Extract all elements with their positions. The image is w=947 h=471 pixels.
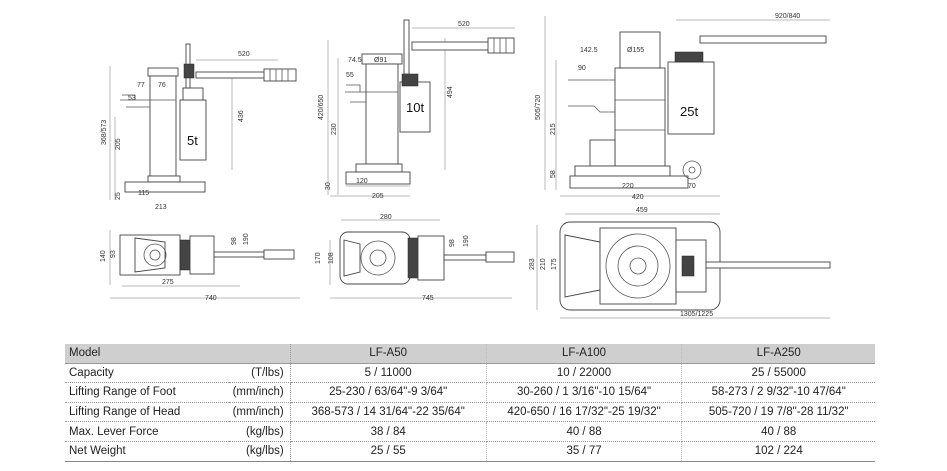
- table-row-lever-force: Max. Lever Force (kg/lbs) 38 / 84 40 / 8…: [65, 421, 875, 442]
- row-unit: (T/lbs): [228, 363, 291, 384]
- a250-dim-215: 215: [550, 123, 557, 135]
- cell-a250: 505-720 / 19 7/8"-28 11/32": [681, 402, 875, 423]
- a100-dim-745: 745: [422, 295, 434, 302]
- a250-dim-1305-1225: 1305/1225: [680, 311, 713, 318]
- a50-dim-53: 53: [128, 95, 136, 102]
- table-row-lifting-foot: Lifting Range of Foot (mm/inch) 25-230 /…: [65, 382, 875, 403]
- header-model-label: Model: [65, 344, 229, 364]
- row-label: Net Weight: [65, 441, 229, 462]
- header-model-a50: LF-A50: [290, 344, 487, 364]
- cell-a100: 35 / 77: [486, 441, 683, 462]
- table-row-capacity: Capacity (T/lbs) 5 / 11000 10 / 22000 25…: [65, 363, 875, 384]
- cell-a50: 25-230 / 63/64"-9 3/64": [290, 382, 487, 403]
- a100-dim-420-650: 420/650: [318, 95, 325, 120]
- a50-dim-368-573: 368/573: [101, 120, 108, 145]
- cell-a250: 40 / 88: [681, 421, 875, 442]
- header-model-a100: LF-A100: [486, 344, 683, 364]
- a250-dim-58: 58: [550, 170, 557, 178]
- cell-a50: 368-573 / 14 31/64"-22 35/64": [290, 402, 487, 423]
- table-row-net-weight: Net Weight (kg/lbs) 25 / 55 35 / 77 102 …: [65, 441, 875, 462]
- a250-dim-459: 459: [636, 207, 648, 214]
- row-unit: (mm/inch): [228, 382, 291, 403]
- cell-a100: 420-650 / 16 17/32"-25 19/32": [486, 402, 683, 423]
- header-model-a250: LF-A250: [681, 344, 875, 364]
- lf-a100-side-view: 520 74.5 Ø91 55 10t 494 420/650 230 30 1…: [318, 19, 515, 200]
- a50-dim-205: 205: [115, 138, 122, 150]
- a250-dim-70: 70: [688, 183, 696, 190]
- row-unit: (mm/inch): [228, 402, 291, 423]
- a100-dim-108: 108: [328, 252, 335, 264]
- lf-a250-side-view: 920/840 142.5 Ø155 90 25t 505/720 215 58…: [535, 13, 830, 201]
- a100-dim-520: 520: [458, 21, 470, 28]
- cell-a50: 25 / 55: [290, 441, 487, 462]
- lf-a250-top-view: 459 283 210 175 1305/1225: [529, 207, 831, 319]
- a250-dim-210: 210: [540, 258, 547, 270]
- a100-load-label: 10t: [406, 100, 424, 115]
- a100-dim-205: 205: [372, 193, 384, 200]
- a50-dim-275: 275: [162, 279, 174, 286]
- cell-a100: 10 / 22000: [486, 363, 683, 384]
- a50-dim-140: 140: [100, 250, 107, 262]
- row-label: Capacity: [65, 363, 229, 384]
- a250-dim-283: 283: [529, 258, 536, 270]
- a50-dim-520: 520: [238, 51, 250, 58]
- row-unit: (kg/lbs): [228, 421, 291, 442]
- cell-a250: 102 / 224: [681, 441, 875, 462]
- a50-dim-436: 436: [238, 110, 245, 122]
- a100-dim-98: 98: [449, 239, 456, 247]
- a50-dim-77: 77: [137, 82, 145, 89]
- a100-dim-230: 230: [331, 123, 338, 135]
- lf-a50-side-view: 520 77 76 53 5t 436 368/573 205 25 115 2…: [101, 43, 297, 211]
- a50-dim-76: 76: [158, 82, 166, 89]
- technical-drawings: 520 77 76 53 5t 436 368/573 205 25 115 2…: [100, 13, 831, 319]
- cell-a50: 38 / 84: [290, 421, 487, 442]
- a50-dim-213: 213: [155, 204, 167, 211]
- spec-table: Model LF-A50 LF-A100 LF-A250 Capacity (T…: [65, 344, 875, 462]
- a250-load-label: 25t: [680, 104, 698, 119]
- cell-a250: 25 / 55000: [681, 363, 875, 384]
- a250-dim-175: 175: [551, 258, 558, 270]
- a100-dim-91: Ø91: [374, 57, 387, 64]
- a250-dim-920-840: 920/840: [775, 13, 800, 20]
- a250-dim-155: Ø155: [627, 47, 644, 54]
- spec-table-header: Model LF-A50 LF-A100 LF-A250: [65, 344, 875, 364]
- a100-dim-280: 280: [380, 214, 392, 221]
- a50-load-label: 5t: [187, 133, 198, 148]
- a250-dim-142-5: 142.5: [580, 47, 598, 54]
- a100-dim-170: 170: [315, 252, 322, 264]
- a50-dim-98: 98: [231, 237, 238, 245]
- row-label: Lifting Range of Foot: [65, 382, 229, 403]
- cell-a50: 5 / 11000: [290, 363, 487, 384]
- a50-dim-740: 740: [205, 295, 217, 302]
- a100-dim-494: 494: [447, 86, 454, 98]
- a100-dim-30: 30: [325, 182, 332, 190]
- header-unit: [228, 344, 291, 364]
- a100-dim-74-5: 74.5: [348, 57, 362, 64]
- a50-dim-190: 190: [243, 233, 250, 245]
- row-label: Lifting Range of Head: [65, 402, 229, 423]
- a250-dim-220: 220: [622, 183, 634, 190]
- cell-a100: 30-260 / 1 3/16"-10 15/64": [486, 382, 683, 403]
- row-unit: (kg/lbs): [228, 441, 291, 462]
- a50-dim-25: 25: [115, 192, 122, 200]
- lf-a50-top-view: 140 93 98 190 275 740: [100, 230, 300, 302]
- a250-dim-420: 420: [632, 194, 644, 201]
- row-label: Max. Lever Force: [65, 421, 229, 442]
- cell-a250: 58-273 / 2 9/32"-10 47/64": [681, 382, 875, 403]
- cell-a100: 40 / 88: [486, 421, 683, 442]
- a100-dim-190: 190: [463, 235, 470, 247]
- a50-dim-115: 115: [138, 190, 149, 197]
- a100-dim-120: 120: [356, 178, 368, 185]
- a100-dim-55: 55: [346, 72, 354, 79]
- a50-dim-93: 93: [110, 250, 117, 258]
- a250-dim-505-720: 505/720: [535, 95, 542, 120]
- table-row-lifting-head: Lifting Range of Head (mm/inch) 368-573 …: [65, 402, 875, 423]
- a250-dim-90: 90: [578, 65, 586, 72]
- lf-a100-top-view: 280 170 108 98 190 745: [315, 214, 515, 302]
